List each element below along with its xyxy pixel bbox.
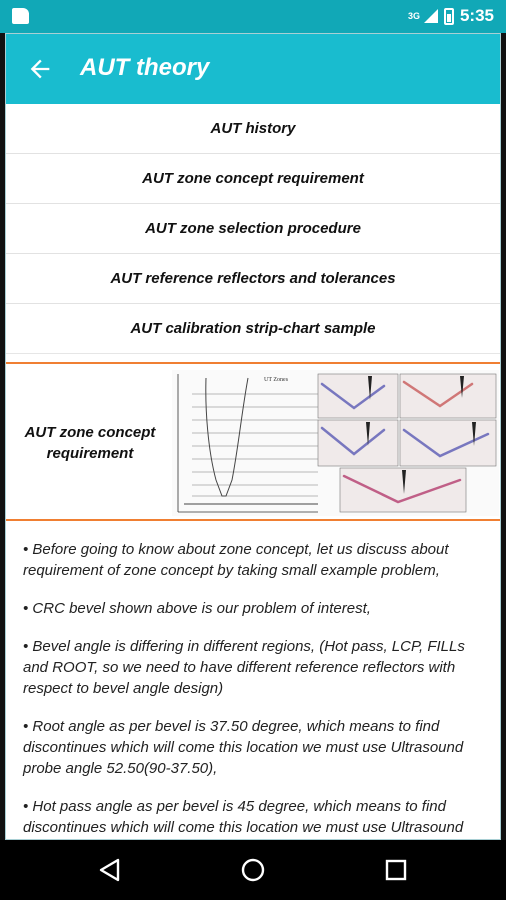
status-bar: 3G 5:35 (0, 0, 506, 33)
square-recents-icon[interactable] (384, 858, 408, 882)
network-type: 3G (407, 11, 420, 21)
status-icons: 3G 5:35 (408, 6, 494, 26)
topic-list: AUT history AUT zone concept requirement… (6, 104, 500, 354)
circle-home-icon[interactable] (241, 858, 265, 882)
list-item-zone-selection[interactable]: AUT zone selection procedure (6, 204, 500, 254)
list-item-aut-history[interactable]: AUT history (6, 104, 500, 154)
battery-icon (443, 7, 454, 25)
paragraph: • CRC bevel shown above is our problem o… (23, 600, 371, 617)
feature-card: AUT zone concept requirement UT Zones (6, 362, 500, 521)
sim-card-icon (12, 8, 29, 24)
paragraph: • Before going to know about zone concep… (23, 541, 449, 579)
app-window: AUT theory AUT history AUT zone concept … (5, 33, 501, 840)
paragraph: • Bevel angle is differing in different … (23, 638, 465, 697)
list-item-calibration-strip-chart[interactable]: AUT calibration strip-chart sample (130, 320, 376, 337)
list-item-reference-reflectors[interactable]: AUT reference reflectors and tolerances (6, 254, 500, 304)
signal-icon (423, 9, 438, 23)
page-title: AUT theory (80, 54, 210, 81)
navigation-bar (0, 840, 506, 900)
zone-concept-diagram: UT Zones (172, 370, 499, 516)
feature-title: AUT zone concept requirement (24, 424, 156, 462)
toolbar: AUT theory (6, 34, 500, 104)
diagram-heading: UT Zones (264, 377, 289, 383)
arrow-left-icon[interactable] (26, 55, 54, 83)
clock: 5:35 (459, 6, 494, 25)
triangle-back-icon[interactable] (98, 858, 122, 882)
paragraph: • Root angle as per bevel is 37.50 degre… (23, 718, 464, 777)
paragraph: • Hot pass angle as per bevel is 45 degr… (23, 798, 464, 836)
list-item-zone-concept[interactable]: AUT zone concept requirement (6, 154, 500, 204)
article-text: • Before going to know about zone concep… (6, 521, 500, 838)
